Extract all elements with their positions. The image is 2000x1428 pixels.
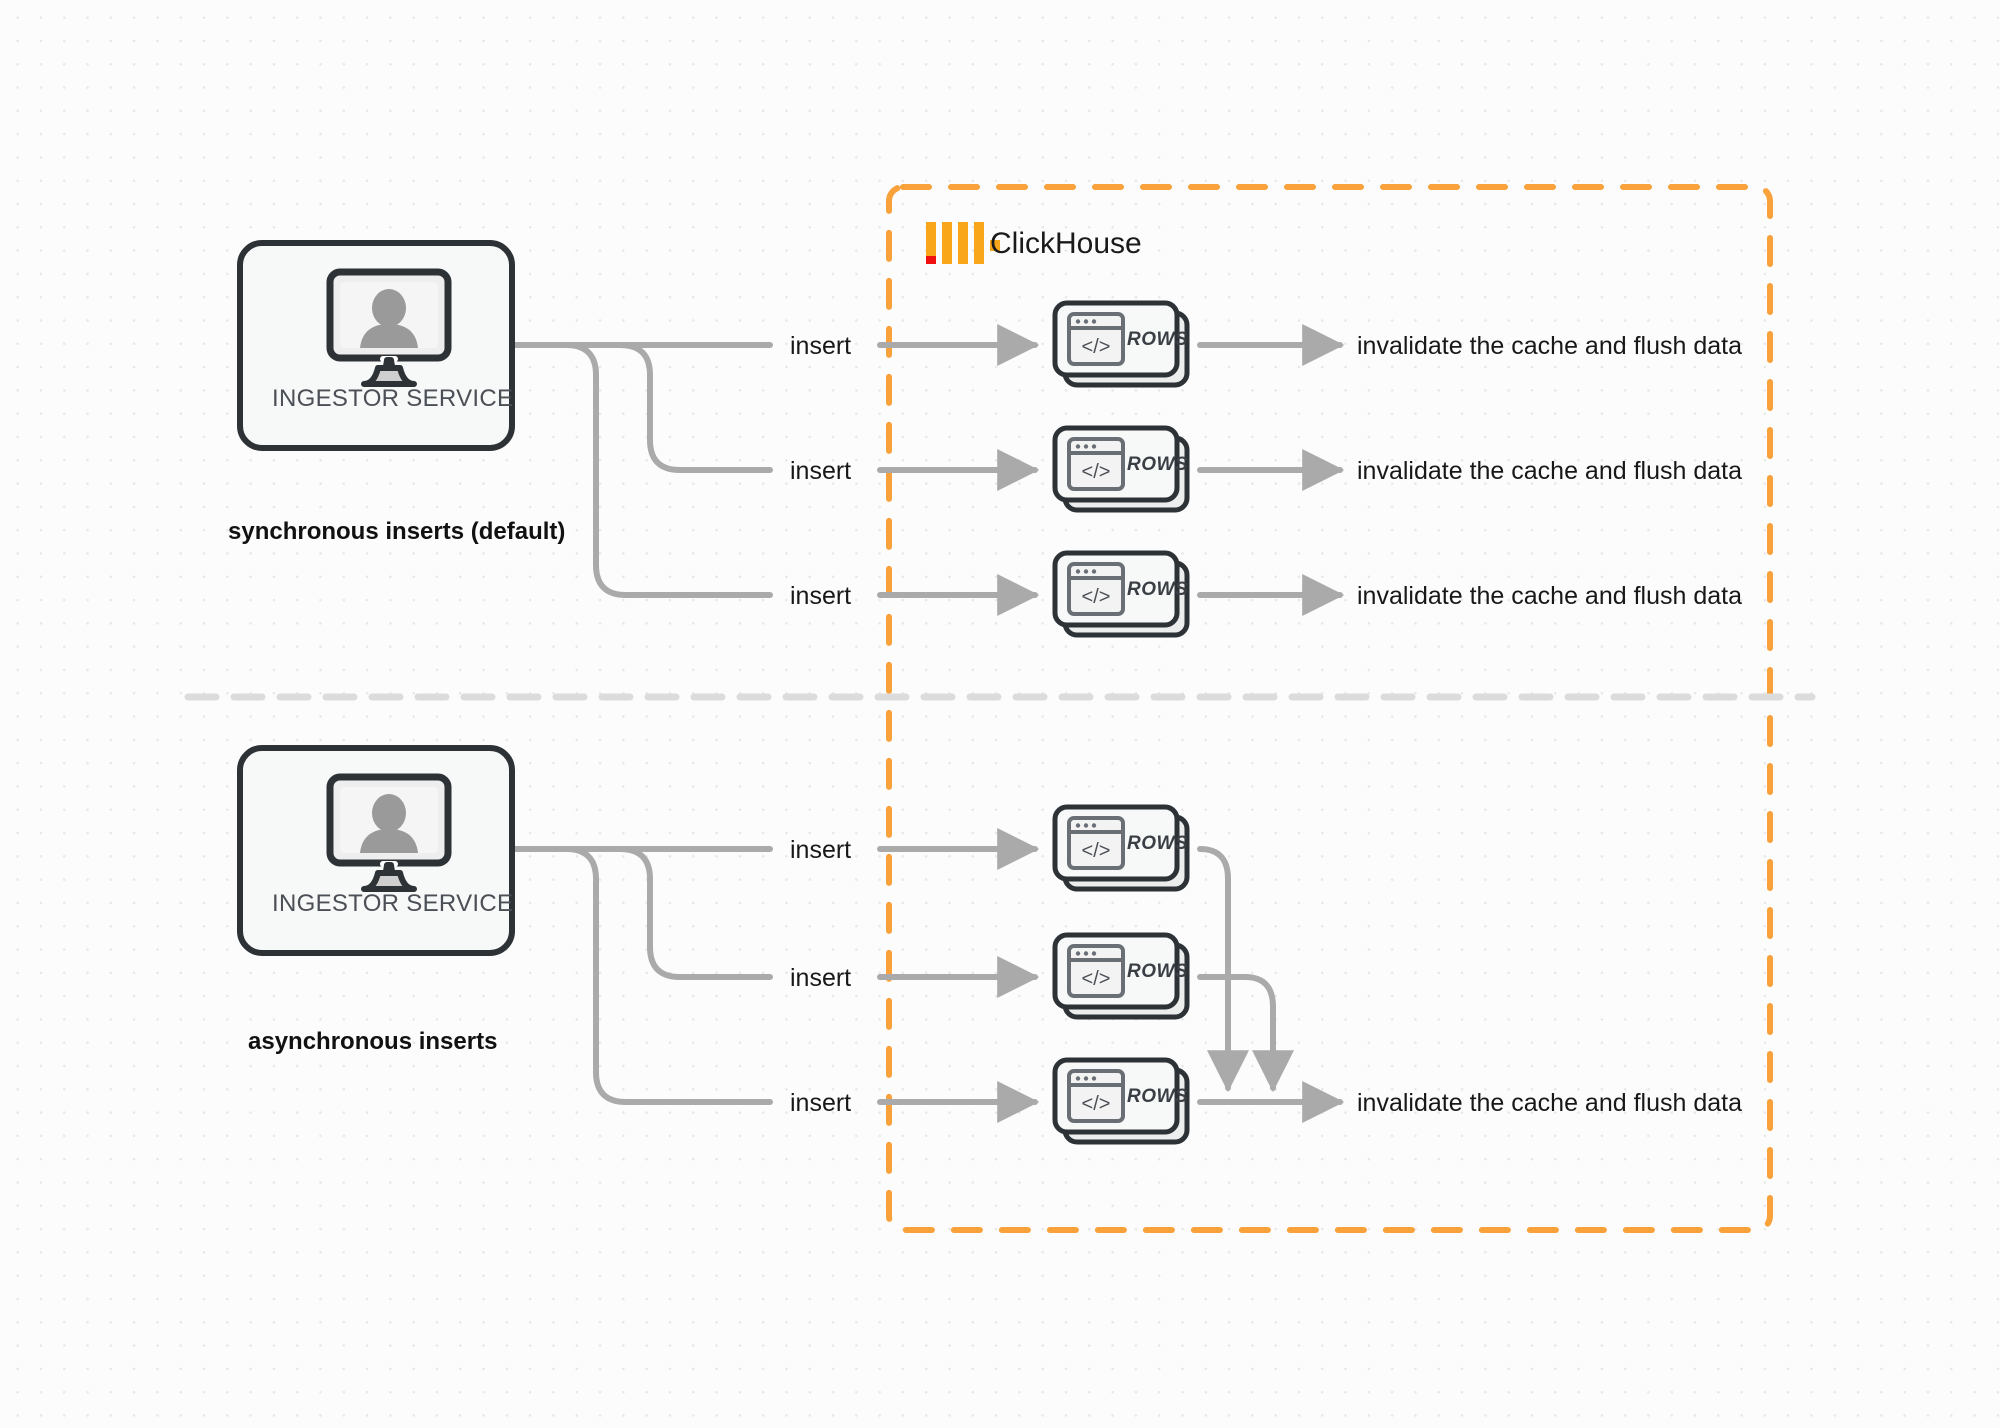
async-merge-edges	[1197, 846, 1294, 1093]
edge-label-flush: invalidate the cache and flush data	[1357, 332, 1742, 360]
ingestor-service-label-async: INGESTOR SERVICE	[272, 890, 514, 917]
svg-text:</>: </>	[1082, 840, 1111, 862]
section-caption-async: asynchronous inserts	[248, 1028, 498, 1055]
edge-label-insert: insert	[790, 457, 852, 485]
svg-text:</>: </>	[1082, 461, 1111, 483]
svg-text:</>: </>	[1082, 336, 1111, 358]
clickhouse-boundary-label: ClickHouse	[990, 227, 1142, 260]
monitor-user-icon	[326, 268, 452, 387]
async-insert-arrows	[877, 828, 1040, 1123]
svg-text:</>: </>	[1082, 586, 1111, 608]
edge-label-flush: invalidate the cache and flush data	[1357, 457, 1742, 485]
rows-node-label: ROWS	[1127, 1086, 1189, 1107]
edge-label-flush-merged: invalidate the cache and flush data	[1357, 1089, 1742, 1117]
rows-node[interactable]: </>	[1052, 804, 1190, 892]
svg-text:</>: </>	[1082, 968, 1111, 990]
code-window-icon: </>	[1067, 816, 1125, 870]
sync-fanout-edges	[509, 342, 773, 598]
edge-label-insert: insert	[790, 836, 852, 864]
rows-node[interactable]: </>	[1052, 550, 1190, 638]
code-window-icon: </>	[1067, 944, 1125, 998]
svg-text:</>: </>	[1082, 1093, 1111, 1115]
edge-label-flush: invalidate the cache and flush data	[1357, 582, 1742, 610]
rows-node-label: ROWS	[1127, 579, 1189, 600]
rows-node-label: ROWS	[1127, 454, 1189, 475]
edge-label-insert: insert	[790, 1089, 852, 1117]
code-window-icon: </>	[1067, 1069, 1125, 1123]
sync-flush-arrows	[1197, 324, 1345, 616]
rows-node[interactable]: </>	[1052, 425, 1190, 513]
rows-node[interactable]: </>	[1052, 300, 1190, 388]
code-window-icon: </>	[1067, 312, 1125, 366]
sync-insert-arrows	[877, 324, 1040, 616]
rows-node[interactable]: </>	[1052, 932, 1190, 1020]
edge-label-insert: insert	[790, 582, 852, 610]
edge-label-insert: insert	[790, 332, 852, 360]
section-caption-sync: synchronous inserts (default)	[228, 518, 566, 545]
code-window-icon: </>	[1067, 562, 1125, 616]
monitor-user-icon	[326, 773, 452, 892]
ingestor-service-label-sync: INGESTOR SERVICE	[272, 385, 514, 412]
async-fanout-edges	[509, 846, 773, 1105]
edge-label-insert: insert	[790, 964, 852, 992]
rows-node-label: ROWS	[1127, 329, 1189, 350]
code-window-icon: </>	[1067, 437, 1125, 491]
rows-node-label: ROWS	[1127, 961, 1189, 982]
rows-node[interactable]: </>	[1052, 1057, 1190, 1145]
clickhouse-logo	[926, 222, 1000, 264]
rows-node-label: ROWS	[1127, 833, 1189, 854]
